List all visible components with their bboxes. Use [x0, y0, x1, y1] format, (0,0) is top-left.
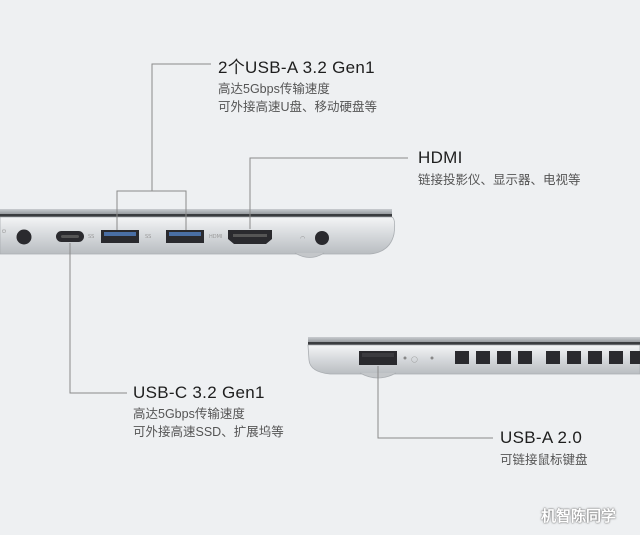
watermark: 机智陈同学 — [541, 508, 617, 525]
hdmi-title: HDMI — [418, 148, 463, 167]
svg-text:◯: ◯ — [411, 356, 418, 363]
usb-a-speed-text: 高达5Gbps传输速度 — [218, 82, 330, 96]
svg-text:⏻: ⏻ — [2, 229, 6, 235]
usb-a2-usage-text: 可链接鼠标键盘 — [500, 453, 588, 467]
audio-jack-port — [315, 231, 329, 245]
usb-c-callout: USB-C 3.2 Gen1 高达5Gbps传输速度 可外接高速SSD、扩展坞等 — [133, 383, 284, 441]
usb-a-port-1 — [101, 230, 139, 243]
svg-text:◠: ◠ — [300, 235, 305, 242]
usb-a2-title: USB-A 2.0 — [500, 428, 583, 447]
svg-text:HDMI: HDMI — [209, 234, 222, 240]
hdmi-usage-text: 链接投影仪、显示器、电视等 — [418, 173, 581, 187]
usb-a-callout: 2个USB-A 3.2 Gen1 高达5Gbps传输速度 可外接高速U盘、移动硬… — [218, 53, 377, 116]
usb-a-port-2 — [166, 230, 204, 243]
usb-a-title: 2个USB-A 3.2 Gen1 — [218, 58, 375, 77]
usb-c-speed-text: 高达5Gbps传输速度 — [133, 407, 245, 421]
hdmi-callout: HDMI 链接投影仪、显示器、电视等 — [418, 148, 581, 189]
air-vents — [455, 351, 640, 364]
svg-text:SS: SS — [88, 234, 94, 240]
usb-c-title: USB-C 3.2 Gen1 — [133, 383, 265, 402]
right-side-laptop: ◯ — [307, 337, 640, 379]
usb-a2-callout: USB-A 2.0 可链接鼠标键盘 — [500, 428, 588, 469]
svg-text:SS: SS — [145, 234, 151, 240]
leader-lines — [69, 63, 493, 439]
power-jack-port — [16, 229, 32, 245]
usb-a-usage-text: 可外接高速U盘、移动硬盘等 — [218, 100, 378, 114]
left-side-laptop: ⏻ SS SS HDMI ◠ — [0, 209, 396, 258]
usb-c-usage-text: 可外接高速SSD、扩展坞等 — [133, 425, 284, 439]
